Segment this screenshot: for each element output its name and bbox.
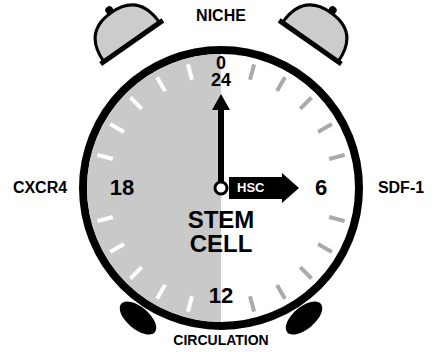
- clock-face: 024 6 12 18STEM CELL HSC: [79, 46, 363, 330]
- side-label: SDF-1: [378, 180, 424, 196]
- minute-hand: [218, 108, 224, 188]
- hand-pivot: [215, 182, 227, 194]
- hour-hand: HSC: [229, 173, 299, 203]
- alarm-bell: [76, 0, 163, 64]
- side-label: CXCR4: [13, 180, 67, 196]
- side-label: NICHE: [196, 8, 246, 24]
- clock-number: 0: [216, 54, 226, 72]
- side-label: CIRCULATION: [173, 333, 268, 347]
- hand-label: HSC: [237, 177, 264, 199]
- clock-number: 6: [315, 177, 327, 199]
- clock-number: 12: [209, 285, 233, 307]
- clock-number: 24: [211, 71, 231, 89]
- alarm-bell: [279, 0, 366, 64]
- center-title: STEM CELL: [179, 208, 263, 256]
- clock-number: 18: [110, 177, 134, 199]
